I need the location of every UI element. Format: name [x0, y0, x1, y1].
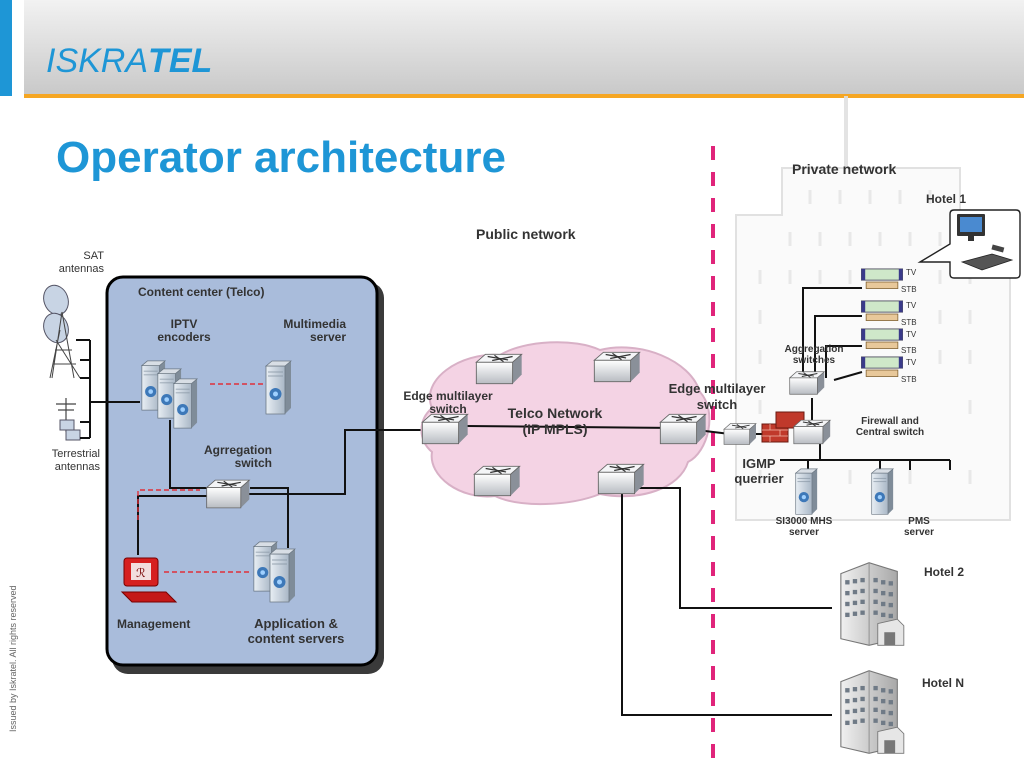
tv-callout — [917, 209, 1021, 279]
stb-label: STB — [901, 318, 917, 327]
multimedia-server-icon — [265, 360, 292, 415]
aggregation-switch-icon — [206, 479, 250, 509]
edge-switch-right-icon — [659, 413, 707, 445]
copyright-notice: Issued by Iskratel. All rights reserved — [8, 585, 18, 732]
header-orange-line — [24, 94, 1024, 98]
app-content-servers-label: Application & content servers — [247, 616, 345, 646]
telco-network-label: Telco Network (IP MPLS) — [507, 405, 603, 437]
header-band — [24, 0, 1024, 94]
pms-server-label: PMS server — [903, 516, 935, 538]
svg-text:ℛ: ℛ — [136, 566, 146, 580]
pms-server-icon — [871, 468, 894, 515]
header-accent-bar — [0, 0, 12, 96]
terrestrial-antenna-icon — [56, 398, 81, 441]
stb-label: STB — [901, 285, 917, 294]
content-center-label: Content center (Telco) — [138, 285, 265, 299]
edge-switch-left-icon — [421, 413, 469, 445]
hotel-n-building-icon — [840, 670, 905, 754]
sat-antenna-icon — [43, 284, 81, 379]
hotel-1-label: Hotel 1 — [926, 192, 967, 206]
terrestrial-antennas-label: Terrestrial antennas — [51, 448, 100, 473]
tv-label: TV — [906, 268, 917, 277]
public-network-label: Public network — [476, 226, 576, 242]
private-network-label: Private network — [792, 161, 897, 177]
igmp-querrier-switch-icon — [723, 423, 757, 445]
hotel-n-label: Hotel N — [922, 676, 964, 690]
stb-label: STB — [901, 375, 917, 384]
tv-label: TV — [906, 330, 917, 339]
core-router-icon — [475, 353, 523, 385]
antenna-links — [76, 339, 140, 439]
sat-antennas-label: SAT antennas — [58, 250, 104, 275]
core-router-icon — [597, 463, 645, 495]
firewall-central-switch-label: Firewall and Central switch — [855, 416, 925, 438]
igmp-querrier-label: IGMP querrier — [734, 456, 784, 486]
hotel-1-links — [780, 287, 951, 472]
tv-label: TV — [906, 301, 917, 310]
hotel-2-label: Hotel 2 — [924, 565, 965, 579]
tv-label: TV — [906, 358, 917, 367]
hotel-aggregation-switches-label: Aggregation switches — [784, 344, 844, 366]
hotel-aggregation-switch-icon — [789, 371, 825, 395]
iptv-encoders-label: IPTV encoders — [157, 317, 211, 344]
central-switch-icon — [793, 419, 831, 445]
management-label: Management — [117, 617, 191, 631]
si3000-mhs-server-icon — [795, 468, 818, 515]
logo: ISKRATEL — [46, 42, 212, 80]
page-title: Operator architecture — [56, 133, 506, 182]
aggregation-switch-label: Agrregation switch — [203, 443, 272, 470]
core-router-icon — [473, 465, 521, 497]
management-workstation-icon: ℛ — [120, 557, 178, 603]
edge-switch-right-label: Edge multilayer switch — [668, 381, 766, 412]
edge-switch-left-label: Edge multilayer switch — [403, 389, 493, 416]
multimedia-server-label: Multimedia server — [283, 317, 346, 344]
hotel-2-building-icon — [840, 562, 905, 646]
content-center-dashed-links — [137, 383, 268, 573]
core-router-icon — [593, 351, 641, 383]
stb-label: STB — [901, 346, 917, 355]
si3000-mhs-server-label: SI3000 MHS server — [775, 516, 833, 538]
